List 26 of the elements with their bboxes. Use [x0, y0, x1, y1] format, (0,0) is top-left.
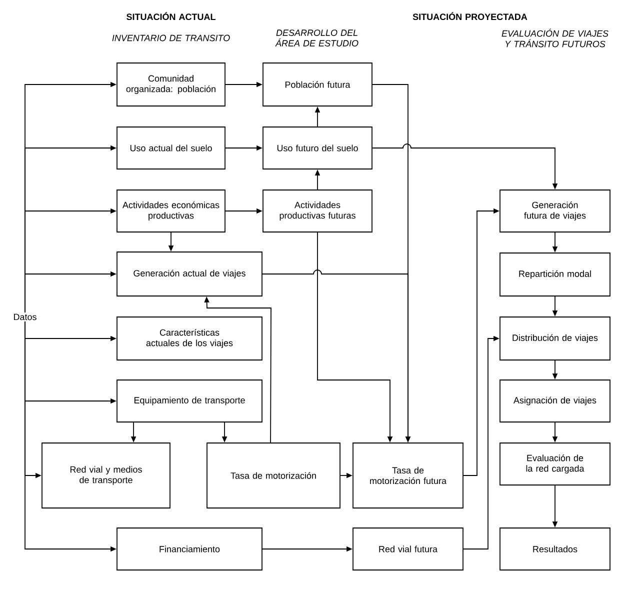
- process-box: Distribución de viajes: [500, 316, 610, 360]
- process-box: Uso futuro del suelo: [262, 126, 372, 170]
- column-heading: INVENTARIO DE TRANSITO: [112, 34, 230, 42]
- column-heading: EVALUACIÓN DE VIAJES Y TRÁNSITO FUTUROS: [502, 28, 608, 48]
- section-heading: SITUACIÓN ACTUAL: [126, 12, 216, 20]
- process-box: Generación futura de viajes: [500, 190, 610, 232]
- section-heading: SITUACIÓN PROYECTADA: [412, 12, 528, 20]
- process-box: Asignación de viajes: [500, 380, 610, 422]
- process-box: Evaluación de la red cargada: [500, 442, 610, 486]
- process-box: Repartición modal: [500, 252, 610, 296]
- process-box: Resultados: [500, 528, 610, 570]
- process-box: Actividades económicas productivas: [116, 190, 226, 232]
- process-box: Actividades productivas futuras: [262, 190, 372, 232]
- process-box: Uso actual del suelo: [116, 126, 226, 170]
- process-box: Tasa de motorización: [206, 442, 340, 508]
- process-box: Red vial y medios de transporte: [42, 442, 170, 508]
- process-box: Equipamiento de transporte: [116, 380, 262, 422]
- process-box: Red vial futura: [352, 528, 464, 570]
- process-box: Características actuales de los viajes: [116, 316, 262, 360]
- process-box: Comunidad organizada: población: [116, 62, 226, 106]
- process-box: Generación actual de viajes: [116, 252, 262, 296]
- column-heading: DESARROLLO DEL ÁREA DE ESTUDIO: [275, 30, 358, 46]
- process-box: Población futura: [262, 62, 372, 106]
- process-box: Financiamiento: [116, 528, 262, 570]
- data-label: Datos: [14, 314, 36, 320]
- process-box: Tasa de motorización futura: [352, 442, 464, 508]
